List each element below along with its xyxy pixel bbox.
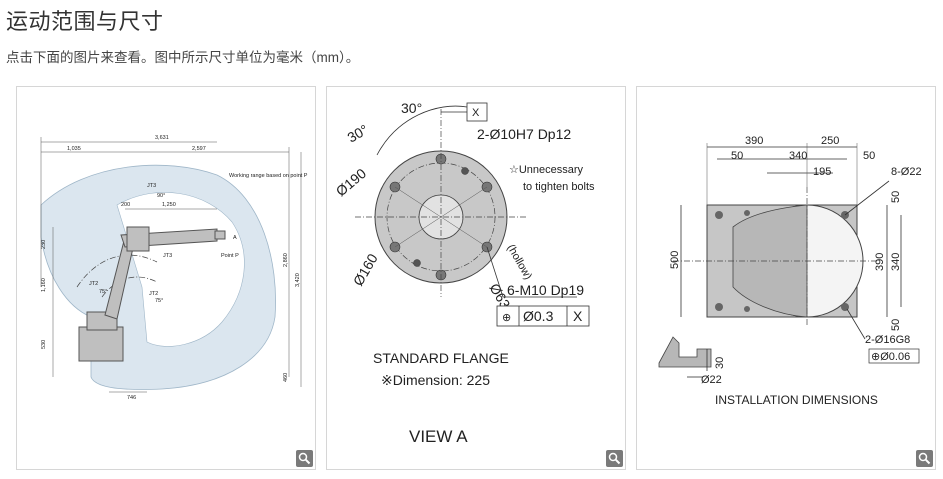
magnifier-icon	[918, 452, 931, 465]
motion-range-image[interactable]: 3,631 1,035 2,597 200 1,250 2,860 3,420 …	[16, 86, 316, 470]
svg-text:JT3: JT3	[147, 183, 156, 189]
svg-text:to tighten bolts: to tighten bolts	[523, 181, 595, 193]
motion-range-diagram: 3,631 1,035 2,597 200 1,250 2,860 3,420 …	[40, 135, 308, 401]
svg-text:30°: 30°	[345, 121, 371, 145]
svg-text:50: 50	[731, 150, 743, 162]
zoom-button[interactable]	[916, 450, 933, 467]
svg-text:Ø0.3: Ø0.3	[523, 308, 554, 324]
svg-text:2-Ø16G8: 2-Ø16G8	[865, 334, 910, 346]
svg-text:INSTALLATION DIMENSIONS: INSTALLATION DIMENSIONS	[715, 393, 878, 407]
svg-text:340: 340	[789, 150, 807, 162]
svg-text:75°: 75°	[99, 289, 107, 295]
svg-text:STANDARD FLANGE: STANDARD FLANGE	[373, 350, 509, 366]
installation-dimensions-image[interactable]: 390 250 50 340 50 195 8-Ø22 500 390 340 …	[636, 86, 936, 470]
svg-text:90°: 90°	[157, 193, 165, 199]
svg-text:746: 746	[127, 395, 136, 401]
svg-text:460: 460	[283, 373, 289, 382]
svg-text:50: 50	[890, 191, 902, 203]
svg-text:Working range based on point P: Working range based on point P	[229, 173, 308, 179]
svg-text:30°: 30°	[401, 100, 422, 116]
svg-text:1,035: 1,035	[67, 146, 81, 152]
svg-text:1,160: 1,160	[41, 278, 47, 292]
svg-text:3,631: 3,631	[155, 135, 169, 141]
svg-text:X: X	[573, 308, 583, 324]
zoom-button[interactable]	[296, 450, 313, 467]
svg-text:195: 195	[813, 166, 831, 178]
standard-flange-image[interactable]: X 30° 30° 2-Ø10H7 Dp12 ☆Unnecessary to t…	[326, 86, 626, 470]
svg-text:☆Unnecessary: ☆Unnecessary	[509, 164, 584, 176]
svg-text:JT3: JT3	[163, 253, 172, 259]
page-title: 运动范围与尺寸	[6, 9, 164, 34]
magnifier-icon	[298, 452, 311, 465]
svg-text:530: 530	[41, 340, 47, 349]
svg-text:⊕: ⊕	[502, 312, 511, 324]
svg-text:3,420: 3,420	[295, 273, 301, 287]
svg-text:※Dimension: 225: ※Dimension: 225	[381, 372, 490, 388]
svg-text:(hollow): (hollow)	[504, 243, 534, 282]
svg-text:390: 390	[745, 135, 763, 147]
svg-text:Ø22: Ø22	[701, 374, 722, 386]
zoom-button[interactable]	[606, 450, 623, 467]
svg-text:30: 30	[714, 357, 726, 369]
svg-text:Ø190: Ø190	[333, 165, 370, 199]
page-description: 点击下面的图片来查看。图中所示尺寸单位为毫米（mm）。	[6, 50, 360, 65]
svg-text:500: 500	[669, 251, 681, 269]
svg-text:Point P: Point P	[221, 253, 239, 259]
svg-text:250: 250	[821, 135, 839, 147]
svg-text:390: 390	[874, 253, 886, 271]
svg-text:6-M10 Dp19: 6-M10 Dp19	[507, 282, 584, 298]
flange-diagram: X 30° 30° 2-Ø10H7 Dp12 ☆Unnecessary to t…	[333, 100, 595, 446]
svg-text:A: A	[233, 235, 237, 241]
svg-text:1,250: 1,250	[162, 202, 176, 208]
svg-text:Ø160: Ø160	[350, 251, 381, 289]
svg-text:2,597: 2,597	[192, 146, 206, 152]
svg-text:50: 50	[890, 319, 902, 331]
svg-text:340: 340	[890, 253, 902, 271]
magnifier-icon	[608, 452, 621, 465]
svg-text:JT2: JT2	[89, 281, 98, 287]
svg-text:2-Ø10H7 Dp12: 2-Ø10H7 Dp12	[477, 126, 571, 142]
svg-text:X: X	[472, 107, 480, 119]
svg-text:8-Ø22: 8-Ø22	[891, 166, 922, 178]
svg-text:VIEW A: VIEW A	[409, 427, 468, 446]
svg-text:50: 50	[863, 150, 875, 162]
svg-text:230: 230	[41, 240, 47, 249]
installation-diagram: 390 250 50 340 50 195 8-Ø22 500 390 340 …	[658, 135, 922, 407]
svg-text:200: 200	[121, 202, 130, 208]
svg-text:⊕Ø0.06: ⊕Ø0.06	[871, 351, 910, 363]
svg-text:JT2: JT2	[149, 291, 158, 297]
svg-text:75°: 75°	[155, 298, 163, 304]
svg-text:2,860: 2,860	[283, 253, 289, 267]
